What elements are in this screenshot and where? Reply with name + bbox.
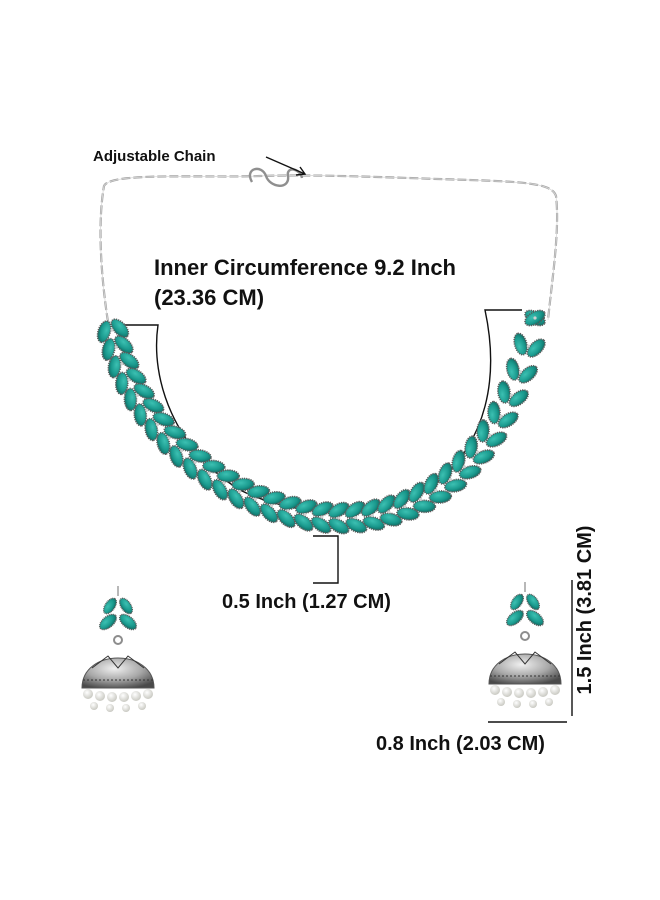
pearl-drops [490,685,560,708]
necklace-body [94,306,549,538]
adjustable-chain-label: Adjustable Chain [93,148,216,165]
left-earring [81,586,155,712]
inner-circumference-label: Inner Circumference 9.2 Inch [154,255,456,280]
necklace-width-label: 0.5 Inch (1.27 CM) [222,591,391,613]
earring-width-label: 0.8 Inch (2.03 CM) [376,733,545,755]
chain-pointer-arrow [265,156,307,176]
right-earring [488,582,562,708]
s-hook-clasp [248,167,304,187]
earring-height-label: 1.5 Inch (3.81 CM) [574,525,596,695]
inner-circumference-cm-label: (23.36 CM) [154,285,265,310]
pearl-drops [83,689,153,712]
necklace-width-bracket [313,535,339,584]
